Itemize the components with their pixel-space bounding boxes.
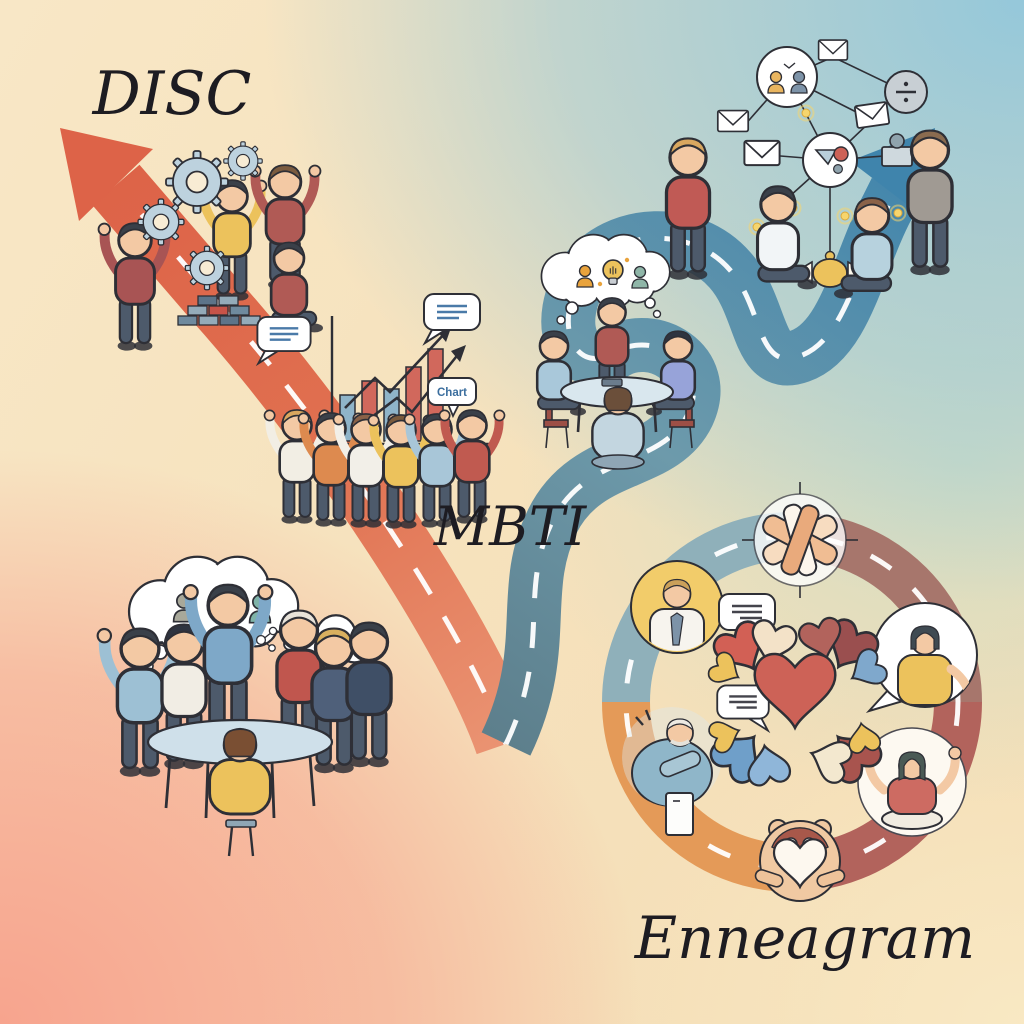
emphasis-marks (635, 709, 652, 726)
disc-label: DISC (92, 59, 252, 129)
scene-chart-team: Chart (256, 292, 504, 529)
person-figure (906, 128, 954, 277)
arrowhead (60, 128, 153, 221)
trend-arrowhead (451, 345, 466, 362)
envelope-icon (716, 109, 750, 133)
stacked-hands-icon (742, 482, 858, 598)
envelope-icon (853, 100, 891, 130)
person-figure (345, 620, 393, 769)
scene-brainstorm-team (98, 555, 393, 857)
mbti-label: MBTI (433, 495, 588, 558)
scene-enneagram-ring (622, 482, 978, 902)
elder-with-phone-icon (622, 707, 722, 836)
divide-icon (884, 70, 928, 114)
brick-stack (177, 295, 261, 326)
glow-dot-icon (797, 104, 815, 122)
person-figure (208, 727, 272, 857)
glow-dot-icon (836, 207, 854, 225)
envelope-icon (743, 139, 781, 167)
meditating-woman-icon (857, 727, 967, 837)
man-with-tie-icon (630, 560, 724, 654)
person-figure (591, 386, 645, 470)
gear-icon (184, 245, 230, 291)
bubble-word: Chart (437, 387, 467, 399)
people-chat-icon (756, 46, 818, 108)
heart-icon (753, 652, 837, 730)
speech-bubble-icon: Chart (427, 377, 477, 419)
funnel-hub-icon (802, 132, 858, 188)
thought-bubble-icon (540, 233, 671, 325)
gear-icon (165, 150, 229, 214)
id-card-icon (881, 133, 913, 167)
molecule-icon (255, 626, 278, 652)
scene-gear-team (99, 141, 323, 351)
speech-bubble-icon (422, 292, 482, 345)
gear-icon (137, 198, 185, 246)
gear-icon (223, 141, 263, 181)
hugging-heart-icon (754, 819, 846, 902)
stool (225, 819, 257, 828)
envelope-icon (817, 39, 849, 61)
enneagram-label: Enneagram (634, 904, 975, 972)
scene-network (664, 39, 954, 301)
scene-mbti-table (535, 233, 697, 470)
laptop-icon (601, 378, 623, 387)
woman-in-bubble-icon (865, 602, 978, 713)
person-figure (755, 184, 819, 291)
